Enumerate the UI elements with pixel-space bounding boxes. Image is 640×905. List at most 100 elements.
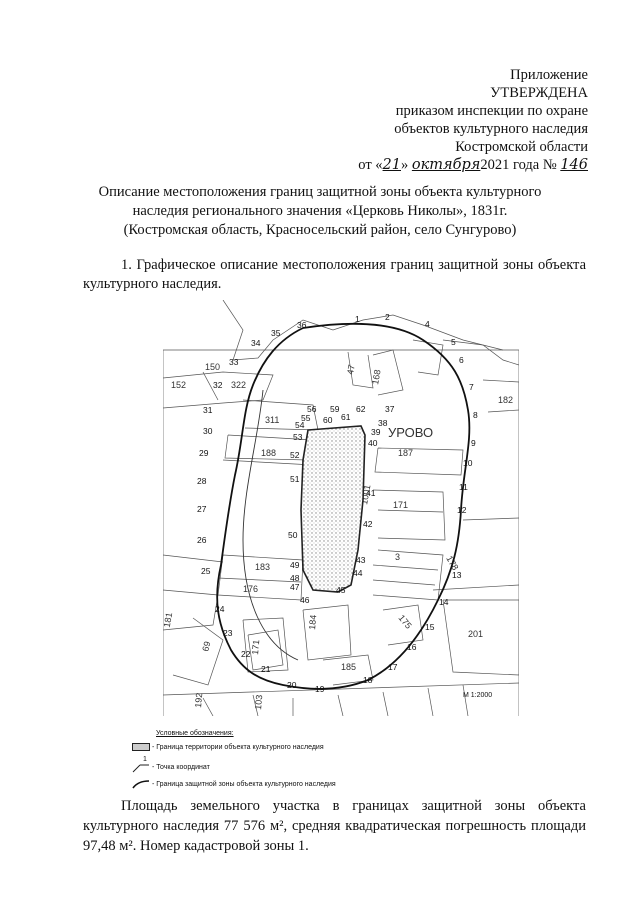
- coordinate-point: 29: [199, 448, 209, 458]
- coordinate-point: 47: [290, 582, 300, 592]
- coordinate-point: 21: [261, 664, 271, 674]
- date-mid: »: [401, 157, 409, 173]
- parcel-label: 103: [253, 694, 264, 710]
- title-line-3: (Костромская область, Красносельский рай…: [123, 222, 517, 238]
- legend-item-heritage: - Граница территории объекта культурного…: [132, 743, 432, 753]
- legend-point-number: 1: [143, 756, 147, 763]
- heritage-territory: [300, 425, 366, 593]
- zone-boundary-icon: [132, 780, 150, 789]
- parcel-label: 185: [341, 662, 356, 672]
- area-text: Площадь земельного участка в границах за…: [83, 798, 586, 854]
- legend-item-point: 1 - Точка координат: [132, 756, 432, 773]
- parcel-label: 152: [171, 380, 186, 390]
- parcel-label: 168: [370, 369, 382, 386]
- parcel-label: 187: [398, 448, 413, 458]
- coordinate-point: 62: [356, 404, 366, 414]
- coordinate-point: 37: [385, 404, 395, 414]
- coordinate-point: 50: [288, 530, 298, 540]
- village-label: УРОВО: [388, 425, 433, 440]
- map-scale: М 1:2000: [463, 692, 493, 699]
- coordinate-point: 6: [459, 355, 464, 365]
- coordinate-point: 35: [271, 328, 281, 338]
- coordinate-point: 16: [407, 642, 417, 652]
- coordinate-point: 1: [355, 314, 360, 324]
- parcel-label: 171: [250, 639, 261, 655]
- coordinate-point: 25: [201, 566, 211, 576]
- coordinate-point-icon: [132, 764, 149, 773]
- legend-title: Условные обозначения:: [156, 730, 234, 737]
- header-line-region: Костромской области: [455, 139, 588, 155]
- parcel-label: 150: [205, 362, 220, 372]
- coordinate-point: 46: [300, 595, 310, 605]
- coordinate-point: 56: [307, 404, 317, 414]
- doc-number: 146: [560, 157, 588, 173]
- parcel-label: 188: [261, 448, 276, 458]
- map-legend: Условные обозначения: - Граница территор…: [132, 729, 432, 790]
- coordinate-point: 11: [459, 482, 468, 492]
- coordinate-point: 12: [457, 505, 467, 515]
- date-month: октября: [411, 157, 481, 173]
- coordinate-point: 26: [197, 535, 207, 545]
- coordinate-point: 24: [215, 604, 225, 614]
- coordinate-point: 34: [251, 338, 261, 348]
- coordinate-point: 38: [378, 418, 388, 428]
- parcel-label: 3: [395, 552, 400, 562]
- coordinate-point: 48: [290, 573, 300, 583]
- date-prefix: от «: [358, 157, 383, 173]
- parcel-label: 182: [498, 395, 513, 405]
- coordinate-point: 32: [213, 380, 223, 390]
- coordinate-point: 7: [469, 382, 474, 392]
- date-day: 21: [382, 157, 401, 173]
- parcel-label: 322: [231, 380, 246, 390]
- coordinate-point: 2: [385, 312, 390, 322]
- coordinate-points: 1 2 4 5 6 7 8 9 10 11 12 13 14 15 16 17 …: [197, 312, 478, 694]
- coordinate-point: 55: [301, 413, 311, 423]
- coordinate-point: 54: [295, 420, 305, 430]
- coordinate-point: 23: [223, 628, 233, 638]
- coordinate-point: 39: [371, 427, 381, 437]
- coordinate-point: 53: [293, 432, 303, 442]
- legend-item-point-label: - Точка координат: [151, 763, 210, 771]
- coordinate-point: 59: [330, 404, 340, 414]
- parcel-label: 181: [163, 612, 174, 629]
- coordinate-point: 41: [366, 488, 376, 498]
- section-1-text: 1. Графическое описание местоположения г…: [83, 257, 586, 292]
- coordinate-point: 8: [473, 410, 478, 420]
- title-line-2: наследия регионального значения «Церковь…: [132, 203, 508, 219]
- approval-header: Приложение УТВЕРЖДЕНА приказом инспекции…: [358, 66, 588, 174]
- coordinate-point: 43: [356, 555, 366, 565]
- parcel-label: 184: [307, 614, 318, 630]
- boundary-map: 150 152 322 47 168 182 311 187 188 171 1…: [163, 300, 519, 716]
- coordinate-point: 30: [203, 426, 213, 436]
- coordinate-point: 61: [341, 412, 351, 422]
- coordinate-point: 27: [197, 504, 207, 514]
- coordinate-point: 52: [290, 450, 300, 460]
- coordinate-point: 20: [287, 680, 297, 690]
- heritage-swatch-icon: [132, 743, 150, 752]
- legend-item-zone-label: - Граница защитной зоны объекта культурн…: [151, 780, 336, 788]
- coordinate-point: 45: [336, 585, 346, 595]
- title-line-1: Описание местоположения границ защитной …: [98, 184, 542, 200]
- header-line-approved: УТВЕРЖДЕНА: [490, 85, 588, 101]
- parcel-label: 69: [200, 640, 212, 652]
- parcel-label: 192: [193, 692, 204, 708]
- coordinate-point: 51: [290, 474, 300, 484]
- coordinate-point: 44: [353, 568, 363, 578]
- coordinate-point: 49: [290, 560, 300, 570]
- date-suffix: 2021 года №: [480, 157, 557, 173]
- parcel-label: 201: [468, 629, 483, 639]
- coordinate-point: 5: [451, 337, 456, 347]
- header-line-objects: объектов культурного наследия: [394, 121, 588, 137]
- coordinate-point: 40: [368, 438, 378, 448]
- inner-road: [242, 389, 299, 661]
- parcel-label: 183: [255, 562, 270, 572]
- header-line-appendix: Приложение: [510, 67, 588, 83]
- coordinate-point: 10: [463, 458, 473, 468]
- coordinate-point: 15: [425, 622, 435, 632]
- parcel-label: 47: [345, 364, 357, 376]
- coordinate-point: 60: [323, 415, 333, 425]
- coordinate-point: 13: [452, 570, 462, 580]
- coordinate-point: 36: [297, 320, 307, 330]
- legend-item-heritage-label: - Граница территории объекта культурного…: [151, 744, 324, 751]
- coordinate-point: 14: [439, 597, 449, 607]
